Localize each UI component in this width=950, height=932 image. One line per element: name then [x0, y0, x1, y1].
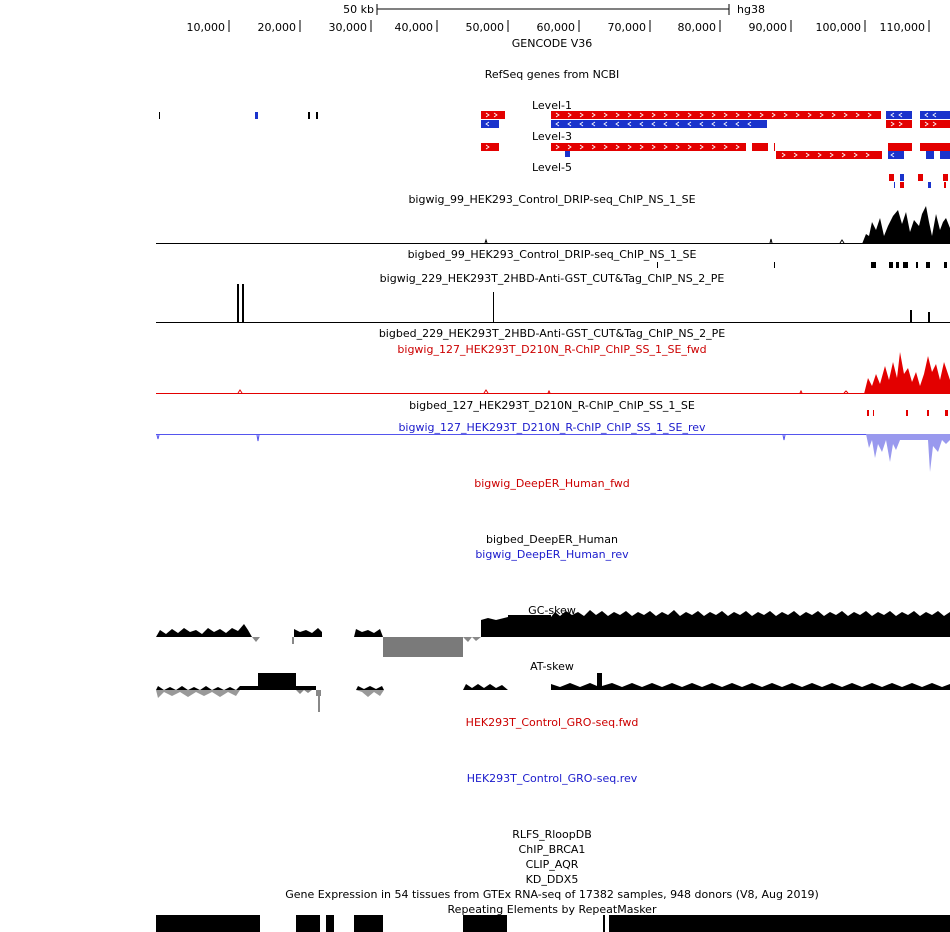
gene-block-fwd [920, 143, 950, 151]
signal-bigwig-229[interactable] [156, 284, 950, 323]
track-label-bigwig-127-fwd[interactable]: bigwig_127_HEK293T_D210N_R-ChIP_ChIP_SS_… [397, 343, 706, 356]
ruler-tick: 30,000 [329, 20, 372, 34]
gene-block-fwd [481, 111, 505, 119]
svg-text:40,000: 40,000 [395, 21, 434, 34]
track-label-bigbed-127[interactable]: bigbed_127_HEK293T_D210N_R-ChIP_ChIP_SS_… [409, 399, 695, 412]
gene-block-fwd [889, 174, 894, 181]
track-label-bigwig-229[interactable]: bigwig_229_HEK293T_2HBD-Anti-GST_CUT&Tag… [380, 272, 725, 285]
repeatmasker-elements[interactable] [156, 915, 950, 932]
base-position-ruler: 10,000 20,000 30,000 40,000 50,000 60,00… [187, 20, 930, 34]
track-label-gtex[interactable]: Gene Expression in 54 tissues from GTEx … [285, 888, 819, 901]
ruler-tick: 20,000 [258, 20, 301, 34]
refseq-gene-features[interactable] [159, 111, 950, 188]
track-label-bigwig-127-rev[interactable]: bigwig_127_HEK293T_D210N_R-ChIP_ChIP_SS_… [398, 421, 706, 434]
track-label-gro-fwd[interactable]: HEK293T_Control_GRO-seq.fwd [466, 716, 639, 729]
track-label-bigbed-229[interactable]: bigbed_229_HEK293T_2HBD-Anti-GST_CUT&Tag… [379, 327, 725, 340]
track-label-deeper-bed[interactable]: bigbed_DeepER_Human [486, 533, 618, 546]
ruler-tick: 50,000 [466, 20, 509, 34]
svg-text:70,000: 70,000 [608, 21, 647, 34]
gene-tick [308, 112, 310, 119]
track-label-deeper-fwd[interactable]: bigwig_DeepER_Human_fwd [474, 477, 629, 490]
ruler-tick: 60,000 [537, 20, 580, 34]
gene-tick [900, 182, 904, 188]
svg-text:60,000: 60,000 [537, 21, 576, 34]
track-label-level-3[interactable]: Level-3 [532, 130, 572, 143]
gene-tick [316, 112, 318, 119]
gene-block-fwd [888, 143, 912, 151]
gene-block-fwd [776, 151, 882, 159]
track-label-rmsk[interactable]: Repeating Elements by RepeatMasker [448, 903, 657, 916]
svg-text:30,000: 30,000 [329, 21, 368, 34]
ruler-tick: 100,000 [816, 20, 866, 34]
gene-block-rev [920, 111, 950, 119]
scale-bar: 50 kb hg38 [343, 3, 765, 16]
svg-text:50,000: 50,000 [466, 21, 505, 34]
gene-block-fwd [551, 111, 881, 119]
track-label-ddx5[interactable]: KD_DDX5 [526, 873, 579, 886]
gene-block-fwd [752, 143, 768, 151]
ruler-tick: 110,000 [880, 20, 930, 34]
track-label-refseq[interactable]: RefSeq genes from NCBI [485, 68, 620, 81]
svg-text:110,000: 110,000 [880, 21, 926, 34]
ruler-tick: 90,000 [749, 20, 792, 34]
gene-tick [894, 182, 895, 188]
ruler-tick: 10,000 [187, 20, 230, 34]
track-label-bigbed-99[interactable]: bigbed_99_HEK293_Control_DRIP-seq_ChIP_N… [408, 248, 697, 261]
scale-bar-label: 50 kb [343, 3, 374, 16]
track-label-at-skew[interactable]: AT-skew [530, 660, 574, 673]
gene-block-rev [926, 151, 934, 159]
gene-block-fwd [551, 143, 746, 151]
ruler-tick: 70,000 [608, 20, 651, 34]
track-label-gro-rev[interactable]: HEK293T_Control_GRO-seq.rev [467, 772, 638, 785]
peaks-bigbed-99[interactable] [657, 262, 947, 268]
gene-block-fwd [918, 174, 923, 181]
gene-block-fwd [920, 120, 950, 128]
signal-bigwig-127-rev[interactable] [156, 434, 950, 472]
assembly-label: hg38 [737, 3, 765, 16]
svg-text:80,000: 80,000 [678, 21, 717, 34]
track-label-gencode[interactable]: GENCODE V36 [512, 37, 592, 50]
gene-block-rev [900, 174, 904, 181]
gene-block-rev [551, 120, 767, 128]
gene-block-rev [888, 151, 904, 159]
gene-block-rev [940, 151, 950, 159]
gene-tick [774, 143, 775, 151]
gene-block-fwd [481, 143, 499, 151]
gene-block-fwd [943, 174, 948, 181]
gene-tick [944, 182, 946, 188]
track-label-deeper-rev[interactable]: bigwig_DeepER_Human_rev [475, 548, 629, 561]
signal-at-skew[interactable] [156, 673, 950, 712]
track-label-brca1[interactable]: ChIP_BRCA1 [519, 843, 586, 856]
gene-block-rev [481, 120, 499, 128]
gene-block-fwd [886, 120, 912, 128]
track-label-level-5[interactable]: Level-5 [532, 161, 572, 174]
signal-gc-skew[interactable] [156, 610, 950, 657]
track-label-bigwig-99[interactable]: bigwig_99_HEK293_Control_DRIP-seq_ChIP_N… [408, 193, 695, 206]
ruler-tick: 40,000 [395, 20, 438, 34]
gene-block-rev [565, 151, 570, 157]
gene-tick [928, 182, 931, 188]
track-label-aqr[interactable]: CLIP_AQR [526, 858, 579, 871]
svg-text:10,000: 10,000 [187, 21, 226, 34]
signal-bigwig-99[interactable] [156, 206, 950, 244]
track-label-rlfs[interactable]: RLFS_RloopDB [512, 828, 592, 841]
svg-text:90,000: 90,000 [749, 21, 788, 34]
svg-text:20,000: 20,000 [258, 21, 297, 34]
signal-bigwig-127-fwd[interactable] [156, 352, 950, 394]
gene-tick [255, 112, 258, 119]
gene-tick [159, 112, 160, 119]
ruler-tick: 80,000 [678, 20, 721, 34]
svg-text:100,000: 100,000 [816, 21, 862, 34]
track-label-level-1[interactable]: Level-1 [532, 99, 572, 112]
peaks-bigbed-127[interactable] [867, 410, 948, 416]
